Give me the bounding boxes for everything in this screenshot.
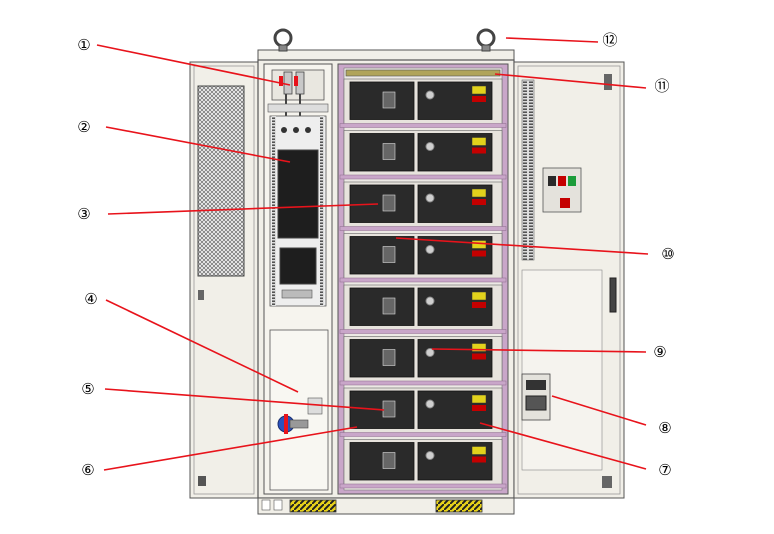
leader-lines: [96, 37, 649, 471]
module-warning-label: [471, 291, 487, 301]
module-indicator: [425, 142, 435, 151]
rack-rail: [339, 277, 507, 283]
control-compartment: [263, 63, 333, 495]
leader-line-11: [494, 73, 647, 89]
lifting-eye-left: [273, 28, 293, 52]
module-indicator: [425, 245, 435, 254]
module-warning-label: [471, 394, 487, 404]
main-breaker-knob: [277, 414, 309, 434]
leader-line-5: [104, 388, 385, 411]
door-vent-strip: [521, 79, 535, 261]
door-latch: [198, 476, 206, 486]
leader-line-6: [103, 426, 358, 471]
module-indicator: [425, 348, 435, 357]
door-hinge: [198, 290, 204, 300]
rack-rail: [339, 174, 507, 180]
leader-line-7: [479, 422, 647, 470]
lifting-eye-right: [476, 28, 496, 52]
module-indicator: [425, 451, 435, 460]
callout-7: ⑦: [658, 461, 671, 479]
rack-rail: [339, 123, 507, 128]
rack-rail: [339, 329, 507, 334]
callout-6: ⑥: [81, 461, 94, 479]
module-terminal: [382, 143, 396, 160]
battery-module: [339, 439, 507, 489]
door-handle: [609, 277, 617, 313]
left-door: [189, 61, 259, 499]
callout-3: ③: [77, 205, 90, 223]
hmi-panel: [542, 167, 582, 213]
callout-labels: ① ② ③ ④ ⑤ ⑥ ⑦ ⑧ ⑨ ⑩ ⑪ ⑫: [77, 31, 674, 479]
module-indicator: [425, 193, 435, 203]
module-indicator: [425, 399, 435, 409]
top-plate: [257, 28, 515, 61]
callout-2: ②: [77, 118, 90, 136]
callout-5: ⑤: [81, 380, 94, 398]
callout-12: ⑫: [602, 31, 617, 49]
base-forklift-slot-right: [435, 499, 483, 513]
module-terminal: [382, 349, 396, 366]
callout-4: ④: [84, 290, 97, 308]
module-terminal: [382, 297, 396, 315]
controller-module: [279, 247, 317, 285]
module-warning-label: [471, 343, 487, 352]
battery-module: [339, 233, 507, 283]
module-warning-label: [471, 85, 487, 95]
module-terminal: [382, 400, 396, 418]
module-terminal: [382, 91, 396, 109]
leader-line-8: [551, 395, 647, 426]
module-terminal: [382, 452, 396, 469]
battery-module: [339, 78, 507, 128]
leader-line-9: [431, 348, 647, 353]
cable-entry: [271, 69, 325, 120]
rack-rail: [339, 226, 507, 231]
base-forklift-slot-left: [289, 499, 337, 513]
rack-rail: [339, 432, 507, 437]
rack-rail: [339, 483, 507, 489]
right-door: [513, 61, 625, 499]
bms-controller: [277, 149, 319, 239]
module-warning-label: [471, 188, 487, 198]
rack-rail: [339, 380, 507, 386]
callout-8: ⑧: [658, 419, 671, 437]
module-warning-label: [471, 240, 487, 249]
module-indicator: [425, 296, 435, 306]
leader-line-12: [505, 37, 599, 43]
leader-line-1: [96, 44, 291, 86]
leader-line-3: [107, 203, 379, 215]
battery-module: [339, 387, 507, 437]
module-terminal: [382, 194, 396, 212]
module-warning-label: [471, 446, 487, 455]
module-terminal: [382, 246, 396, 263]
battery-module: [339, 181, 507, 231]
top-busbar: [345, 69, 501, 77]
battery-module: [339, 284, 507, 334]
callout-9: ⑨: [653, 343, 666, 361]
callout-1: ①: [77, 36, 90, 54]
breaker-plate: [307, 397, 323, 415]
leader-line-10: [395, 237, 649, 255]
module-indicator: [425, 90, 435, 100]
battery-module: [339, 336, 507, 386]
leader-line-2: [105, 126, 291, 163]
air-conditioner: [521, 373, 551, 421]
module-warning-label: [471, 137, 487, 146]
door-ventilation-mesh: [197, 85, 245, 277]
leader-line-4: [105, 299, 299, 393]
battery-rack: [337, 63, 509, 495]
callout-11: ⑪: [654, 77, 669, 95]
callout-10: ⑩: [661, 245, 674, 263]
battery-module: [339, 130, 507, 180]
